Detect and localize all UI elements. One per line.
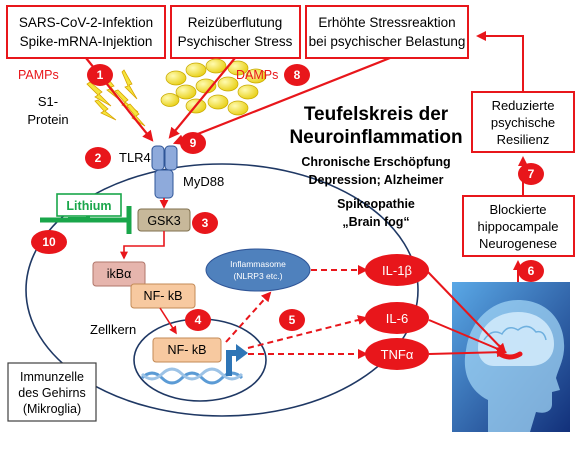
tlr4-receptor-right xyxy=(164,145,178,171)
badge-9-text: 9 xyxy=(190,136,197,150)
box-stress-line1: Erhöhte Stressreaktion xyxy=(318,15,455,30)
arrow-reiz-to-tlr4 xyxy=(168,57,236,139)
immunzelle-box xyxy=(7,362,97,422)
arrow-resilienz-to-stress xyxy=(476,31,524,92)
dashed-arrow-nucleus-to-il6 xyxy=(247,315,368,349)
arrow-il6-to-brain xyxy=(428,319,507,354)
dna-strand-b xyxy=(140,367,244,381)
subtitle-line4: „Brain fog“ xyxy=(342,215,409,229)
box-stress xyxy=(305,5,469,59)
badge-6 xyxy=(518,260,544,282)
badge-8-text: 8 xyxy=(294,68,301,82)
dashed-arrow-nucleus-to-inflammasome xyxy=(225,291,272,343)
damps-particles-icon xyxy=(160,58,267,116)
number-badges xyxy=(31,64,544,331)
box-resilienz-line2: psychische xyxy=(491,115,555,130)
badge-7-text: 7 xyxy=(528,167,535,181)
myd88-block xyxy=(154,169,174,199)
badge-10-text: 10 xyxy=(42,235,56,249)
box-resilienz-line1: Reduzierte xyxy=(492,98,555,113)
badge-4 xyxy=(185,309,211,331)
pamps-label: PAMPs xyxy=(18,68,59,82)
badge-1 xyxy=(87,64,113,86)
arrow-tnfa-to-brain xyxy=(428,347,507,358)
title-line1: Teufelskreis der xyxy=(304,104,449,125)
nfkb-cytoplasm-label: NF- kB xyxy=(144,289,183,303)
il1b-label: IL-1β xyxy=(382,263,412,278)
badge-3-text: 3 xyxy=(202,216,209,230)
tlr4-receptor-left xyxy=(151,145,165,171)
nfkb-cytoplasm-box xyxy=(130,283,196,309)
box-neurogenese-line2: hippocampale xyxy=(478,219,559,234)
arrow-nfkb-to-nucleus xyxy=(159,307,177,335)
immunzelle-line3: (Mikroglia) xyxy=(23,402,81,416)
box-reiz xyxy=(170,5,301,59)
lithium-label: Lithium xyxy=(66,199,111,213)
immunzelle-line1: Immunzelle xyxy=(20,370,84,384)
gsk3-label: GSK3 xyxy=(147,214,180,228)
subtitle-line1: Chronische Erschöpfung xyxy=(301,155,450,169)
s1-label-line1: S1- xyxy=(38,94,58,109)
box-reiz-line1: Reizüberflutung xyxy=(188,15,283,30)
box-sars-line2: Spike-mRNA-Injektion xyxy=(20,34,153,49)
box-sars xyxy=(6,5,166,59)
badge-3 xyxy=(192,212,218,234)
il1b-ellipse xyxy=(365,254,429,286)
damps-label: DAMPs xyxy=(236,68,278,82)
box-neurogenese xyxy=(462,195,575,257)
box-stress-line2: bei psychischer Belastung xyxy=(309,34,466,49)
badge-4-text: 4 xyxy=(195,313,202,327)
il6-label: IL-6 xyxy=(386,311,408,326)
inflammasome-ellipse xyxy=(205,248,311,292)
box-resilienz-line3: Resilienz xyxy=(497,132,550,147)
badge-6-text: 6 xyxy=(528,264,535,278)
badge-5-text: 5 xyxy=(289,313,296,327)
arrow-gsk3-to-ikba xyxy=(120,231,165,260)
badge-1-text: 1 xyxy=(97,68,104,82)
box-sars-line1: SARS-CoV-2-Infektion xyxy=(19,15,153,30)
badge-10 xyxy=(31,230,67,254)
box-neurogenese-line3: Neurogenese xyxy=(479,236,557,251)
badge-9 xyxy=(180,132,206,154)
badge-5 xyxy=(279,309,305,331)
zellkern-label: Zellkern xyxy=(90,322,136,337)
nfkb-nucleus-label: NF- kB xyxy=(168,343,207,357)
badge-7 xyxy=(518,163,544,185)
tnfa-label: TNFα xyxy=(381,347,414,362)
box-resilienz xyxy=(471,91,575,153)
ikba-label: ikBα xyxy=(107,267,132,281)
tlr4-label: TLR4 xyxy=(119,150,151,165)
inflammasome-label-line1: Inflammasome xyxy=(230,259,286,269)
il6-ellipse xyxy=(365,302,429,334)
badge-2-text: 2 xyxy=(95,151,102,165)
subtitle-line3: Spikeopathie xyxy=(337,197,415,211)
nfkb-nucleus-box xyxy=(152,337,222,363)
arrow-stress-to-tlr4 xyxy=(172,56,391,145)
subtitle-line2: Depression; Alzheimer xyxy=(309,173,444,187)
tnfa-ellipse xyxy=(365,338,429,370)
immunzelle-line2: des Gehirns xyxy=(18,386,85,400)
inflammasome-label-line2: (NLRP3 etc.) xyxy=(233,271,282,281)
ikba-box xyxy=(92,261,146,287)
arrow-il1b-to-brain xyxy=(427,271,507,354)
box-reiz-line2: Psychischer Stress xyxy=(178,34,293,49)
myd88-label: MyD88 xyxy=(183,174,224,189)
badge-8 xyxy=(284,64,310,86)
transcription-arrow-icon xyxy=(220,344,248,376)
s1-label-line2: Protein xyxy=(27,112,68,127)
badge-2 xyxy=(85,147,111,169)
box-neurogenese-line1: Blockierte xyxy=(489,202,546,217)
title-line2: Neuroinflammation xyxy=(289,127,462,148)
